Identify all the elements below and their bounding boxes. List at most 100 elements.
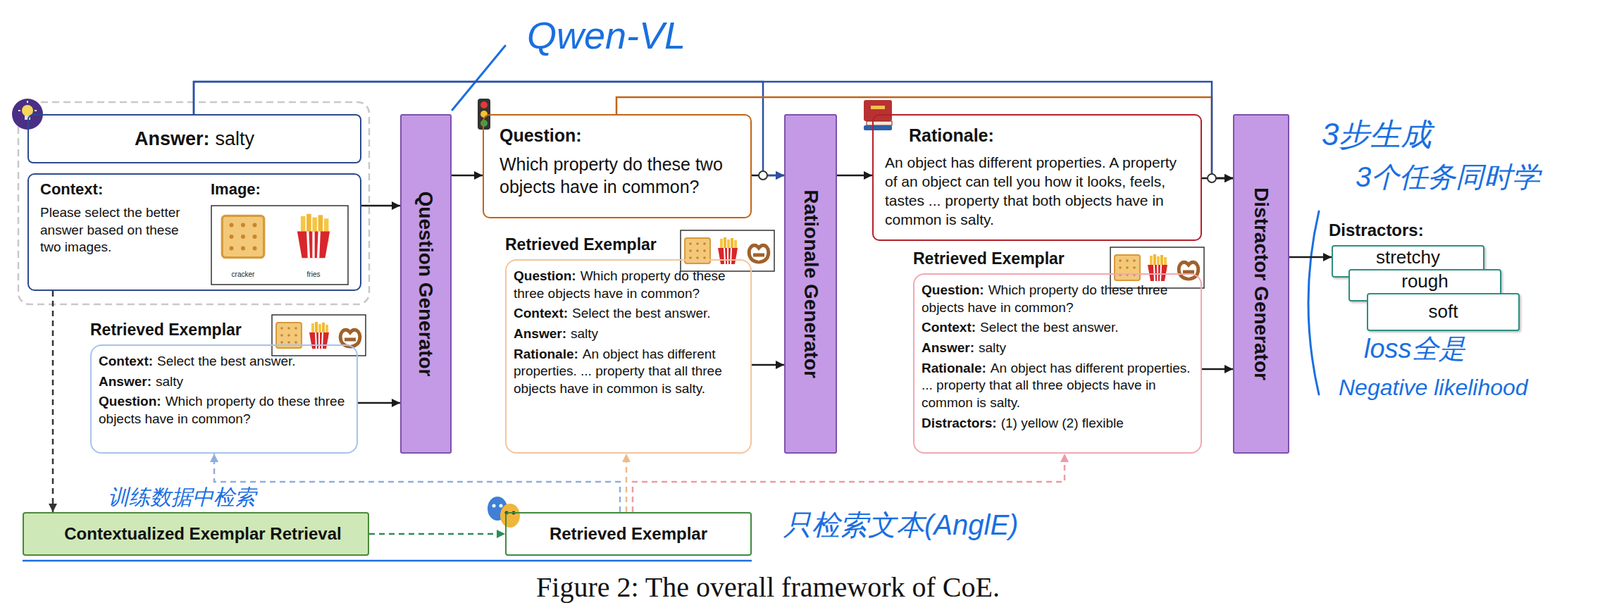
handwritten-note: loss全是 xyxy=(1363,335,1466,364)
text-row: Answer:salty xyxy=(134,128,255,151)
context-image xyxy=(211,205,349,285)
retrieved-box: Retrieved Exemplar xyxy=(505,512,752,556)
text-row: Answer:salty xyxy=(921,339,1195,358)
text-row: Distractors:(1) yellow (2) flexible xyxy=(921,414,1195,433)
exemplar-heading: Retrieved Exemplar xyxy=(913,249,1065,269)
text-row: Rationale:An object has different proper… xyxy=(921,360,1195,413)
handwritten-note: 只检索文本(AnglE) xyxy=(783,510,1019,540)
connector xyxy=(1201,177,1233,180)
image-caption: fries xyxy=(290,271,337,279)
field-value: salty xyxy=(978,340,1007,356)
generator-bar: Question Generator xyxy=(400,114,452,454)
heading-text: Answer: xyxy=(134,128,210,150)
connector xyxy=(52,290,55,513)
retrieval-label: Contextualized Exemplar Retrieval xyxy=(64,524,341,544)
field-value: salty xyxy=(570,326,599,341)
answer-value: salty xyxy=(215,128,256,150)
field-key: Context: xyxy=(513,305,568,321)
hand-underline xyxy=(22,560,752,563)
connector xyxy=(625,453,628,513)
field-key: Context: xyxy=(921,319,976,335)
retrieval-box: Contextualized Exemplar Retrieval xyxy=(22,512,370,556)
hand-pointer-line xyxy=(452,45,506,110)
text-row: Rationale: xyxy=(884,123,1191,148)
connector xyxy=(1289,256,1332,259)
connector xyxy=(632,453,1065,513)
text-row: Question: xyxy=(499,123,741,148)
field-value: Select the best answer. xyxy=(572,305,711,321)
exemplar-heading: Retrieved Exemplar xyxy=(505,235,657,255)
field-value: Select the best answer. xyxy=(157,353,296,369)
image-caption: cracker xyxy=(219,271,267,279)
connector xyxy=(369,533,506,536)
generator-bar: Distractor Generator xyxy=(1232,114,1290,454)
field-key: Question: xyxy=(921,282,985,298)
body-text: Please select the better answer based on… xyxy=(40,204,201,257)
exemplar-label: Retrieved Exemplar xyxy=(549,524,708,544)
text-row: rough xyxy=(1401,271,1449,291)
connector xyxy=(451,174,483,177)
text-row: Answer:salty xyxy=(98,373,351,392)
text-row: Context:Select the best answer. xyxy=(513,305,745,323)
question-box: Question: Which property do these two obj… xyxy=(482,114,752,219)
field-key: Answer: xyxy=(513,326,567,341)
handwritten-note: Qwen-VL xyxy=(526,15,686,56)
text-row: Rationale:An object has different proper… xyxy=(513,345,745,399)
text-row: Retrieved Exemplar xyxy=(549,524,708,544)
distractor-text: rough xyxy=(1401,270,1449,292)
distractor-text: stretchy xyxy=(1375,246,1441,268)
exemplar-box: Retrieved ExemplarQuestion:Which propert… xyxy=(505,259,752,454)
hand-bracket xyxy=(1308,211,1319,395)
connector xyxy=(751,364,785,367)
connector xyxy=(836,174,873,177)
text-row: Context: xyxy=(40,180,201,199)
field-key: Rationale: xyxy=(921,360,987,376)
generator-label: Question Generator xyxy=(414,191,438,377)
text-row: Contextualized Exemplar Retrieval xyxy=(64,524,341,544)
text-row: Distractor Generator xyxy=(1164,272,1358,296)
connector xyxy=(361,205,401,208)
text-row: Question:Which property do these three o… xyxy=(921,281,1195,317)
heading-text: Question: xyxy=(499,125,582,146)
handwritten-note: Negative likelihood xyxy=(1338,376,1529,401)
handwritten-note: 3个任务同时学 xyxy=(1355,162,1541,192)
handwritten-note: 3步生成 xyxy=(1321,118,1432,151)
exemplar-box: Retrieved ExemplarQuestion:Which propert… xyxy=(913,273,1202,454)
field-key: Answer: xyxy=(98,374,152,389)
text-row: Question:Which property do these three o… xyxy=(98,393,351,428)
distractor-box: soft xyxy=(1366,293,1520,332)
exemplar-thumbnail xyxy=(680,230,775,272)
junction-dot xyxy=(1207,174,1217,183)
field-key: Rationale: xyxy=(513,346,579,362)
connector xyxy=(1201,368,1233,371)
heading-text: Rationale: xyxy=(908,123,995,148)
field-key: Question: xyxy=(98,393,162,409)
text-row: An object has different properties. A pr… xyxy=(884,152,1191,230)
field-key: Distractors: xyxy=(921,415,997,431)
text-row: Answer:salty xyxy=(513,325,745,344)
text-row: Which property do these two objects have… xyxy=(499,152,741,199)
generator-bar: Rationale Generator xyxy=(784,114,837,454)
text-row: Rationale Generator xyxy=(716,272,906,296)
text-row: soft xyxy=(1428,302,1459,322)
field-value: (1) yellow (2) flexible xyxy=(1001,415,1124,431)
generator-label: Distractor Generator xyxy=(1249,187,1273,381)
text-row: Question:Which property do these three o… xyxy=(513,267,745,303)
text-row: Please select the better answer based on… xyxy=(40,204,201,257)
field-key: Answer: xyxy=(921,340,975,356)
generator-label: Rationale Generator xyxy=(799,189,823,379)
text-row: Context:Select the best answer. xyxy=(921,319,1195,337)
field-key: Question: xyxy=(513,268,577,284)
heading-text: Context: xyxy=(40,180,103,198)
figure-caption: Figure 2: The overall framework of CoE. xyxy=(394,570,1142,604)
text-row: stretchy xyxy=(1375,247,1441,268)
text-row: Question Generator xyxy=(333,272,519,296)
exemplar-thumbnail xyxy=(1110,247,1205,289)
field-key: Context: xyxy=(98,353,153,369)
rationale-text: An object has different properties. A pr… xyxy=(884,154,1177,229)
text-row: Context:Select the best answer. xyxy=(98,352,351,371)
rationale-box: Rationale: An object has different proper… xyxy=(872,114,1202,241)
field-value: Select the best answer. xyxy=(980,319,1119,335)
junction-dot xyxy=(758,171,768,180)
